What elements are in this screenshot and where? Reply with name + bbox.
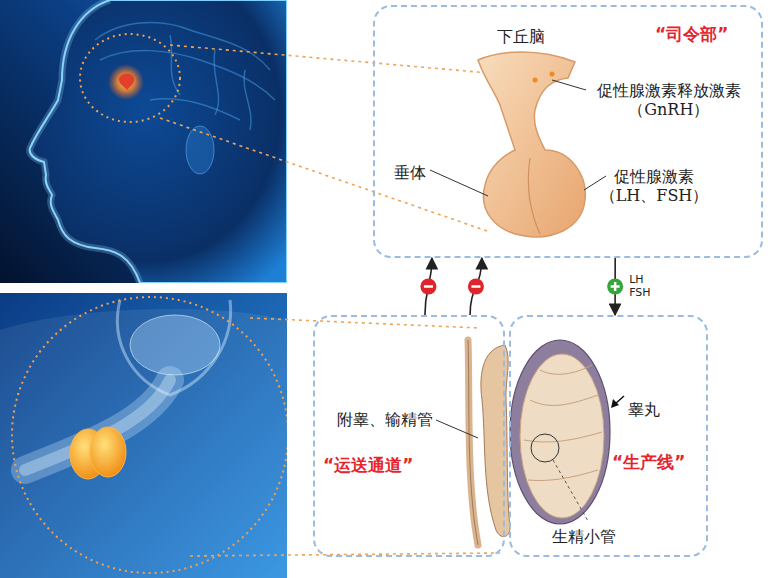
role-title: “生产线” bbox=[612, 452, 685, 472]
epididymis bbox=[481, 345, 510, 537]
minus-sign bbox=[420, 279, 436, 295]
illustration-part bbox=[214, 50, 219, 115]
bladder bbox=[130, 315, 220, 375]
pituitary-lobe-line bbox=[528, 158, 540, 234]
photo-ground bbox=[0, 0, 287, 283]
leader-lines bbox=[430, 80, 606, 196]
organ-label: 睾丸 bbox=[628, 400, 660, 419]
sign-bar bbox=[614, 282, 617, 291]
illustration-part bbox=[170, 45, 500, 74]
pituitary-mark bbox=[119, 74, 134, 91]
role-title: “司令部” bbox=[655, 24, 728, 44]
zoom-lines bbox=[160, 45, 500, 556]
hypothalamus-pituitary bbox=[478, 52, 585, 237]
region-box: 下丘脑 “司令部” 促性腺激素释放激素 （GnRH） 垂体 促性腺激素 （LH、FSH） bbox=[373, 5, 763, 258]
organ-label: 生精小管 bbox=[552, 527, 616, 546]
sign-bar bbox=[424, 285, 433, 288]
head-silhouette bbox=[30, 0, 287, 283]
sign-disc bbox=[420, 279, 436, 295]
photo-ground bbox=[0, 293, 287, 578]
testis-right bbox=[90, 427, 126, 477]
magnifier-circle bbox=[531, 434, 559, 462]
vas-deferens-edge bbox=[468, 340, 478, 545]
illustration-part bbox=[100, 51, 275, 100]
illustration-part bbox=[528, 470, 598, 481]
illustration-part bbox=[160, 118, 490, 232]
organ-label: 附睾、输精管 bbox=[337, 410, 433, 429]
focus-ring bbox=[80, 34, 180, 122]
leader-line bbox=[553, 460, 588, 521]
lobule-lines bbox=[524, 365, 602, 481]
illustration-part bbox=[150, 99, 240, 120]
organ-label: 垂体 bbox=[394, 163, 426, 182]
region-box: 附睾、输精管 “运送通道” bbox=[313, 315, 505, 557]
head-photo bbox=[0, 0, 287, 283]
illustration-part bbox=[430, 170, 488, 196]
plus-sign bbox=[607, 279, 623, 295]
illustration-part bbox=[244, 70, 251, 130]
sign-disc bbox=[607, 279, 623, 295]
leader-line bbox=[436, 420, 478, 438]
pointer-arrowhead bbox=[611, 399, 619, 408]
neuron-dot bbox=[550, 72, 555, 77]
head-glow bbox=[30, 0, 140, 283]
ear bbox=[186, 126, 214, 174]
hormone-label: 促性腺激素 （LH、FSH） bbox=[598, 167, 710, 205]
role-title: “运送通道” bbox=[323, 455, 413, 475]
feedback-arrow bbox=[470, 258, 482, 315]
organ-label: 下丘脑 bbox=[497, 27, 545, 46]
illustration-part bbox=[530, 395, 598, 405]
focus-ring bbox=[12, 297, 287, 573]
region-box: 睾丸 “生产线” 生精小管 bbox=[509, 315, 708, 557]
vas-deferens bbox=[468, 340, 478, 545]
brain-folds bbox=[95, 23, 275, 130]
edge-label: LH FSH bbox=[628, 274, 651, 299]
testis-body bbox=[520, 354, 604, 518]
pituitary-glow bbox=[108, 64, 144, 100]
body-silhouette bbox=[0, 309, 287, 578]
illustration-part bbox=[552, 80, 586, 90]
neuron-dot bbox=[533, 78, 538, 83]
pelvis-photo bbox=[0, 293, 287, 578]
illustration-part bbox=[95, 23, 270, 70]
feedback-arrow bbox=[614, 258, 616, 315]
sign-bar bbox=[471, 285, 480, 288]
sign-disc bbox=[468, 279, 484, 295]
testis-tunic bbox=[510, 340, 610, 524]
illustration-part bbox=[540, 365, 592, 374]
minus-sign bbox=[468, 279, 484, 295]
illustration-part bbox=[250, 318, 480, 328]
hormone-label: 促性腺激素释放激素 （GnRH） bbox=[592, 81, 746, 119]
